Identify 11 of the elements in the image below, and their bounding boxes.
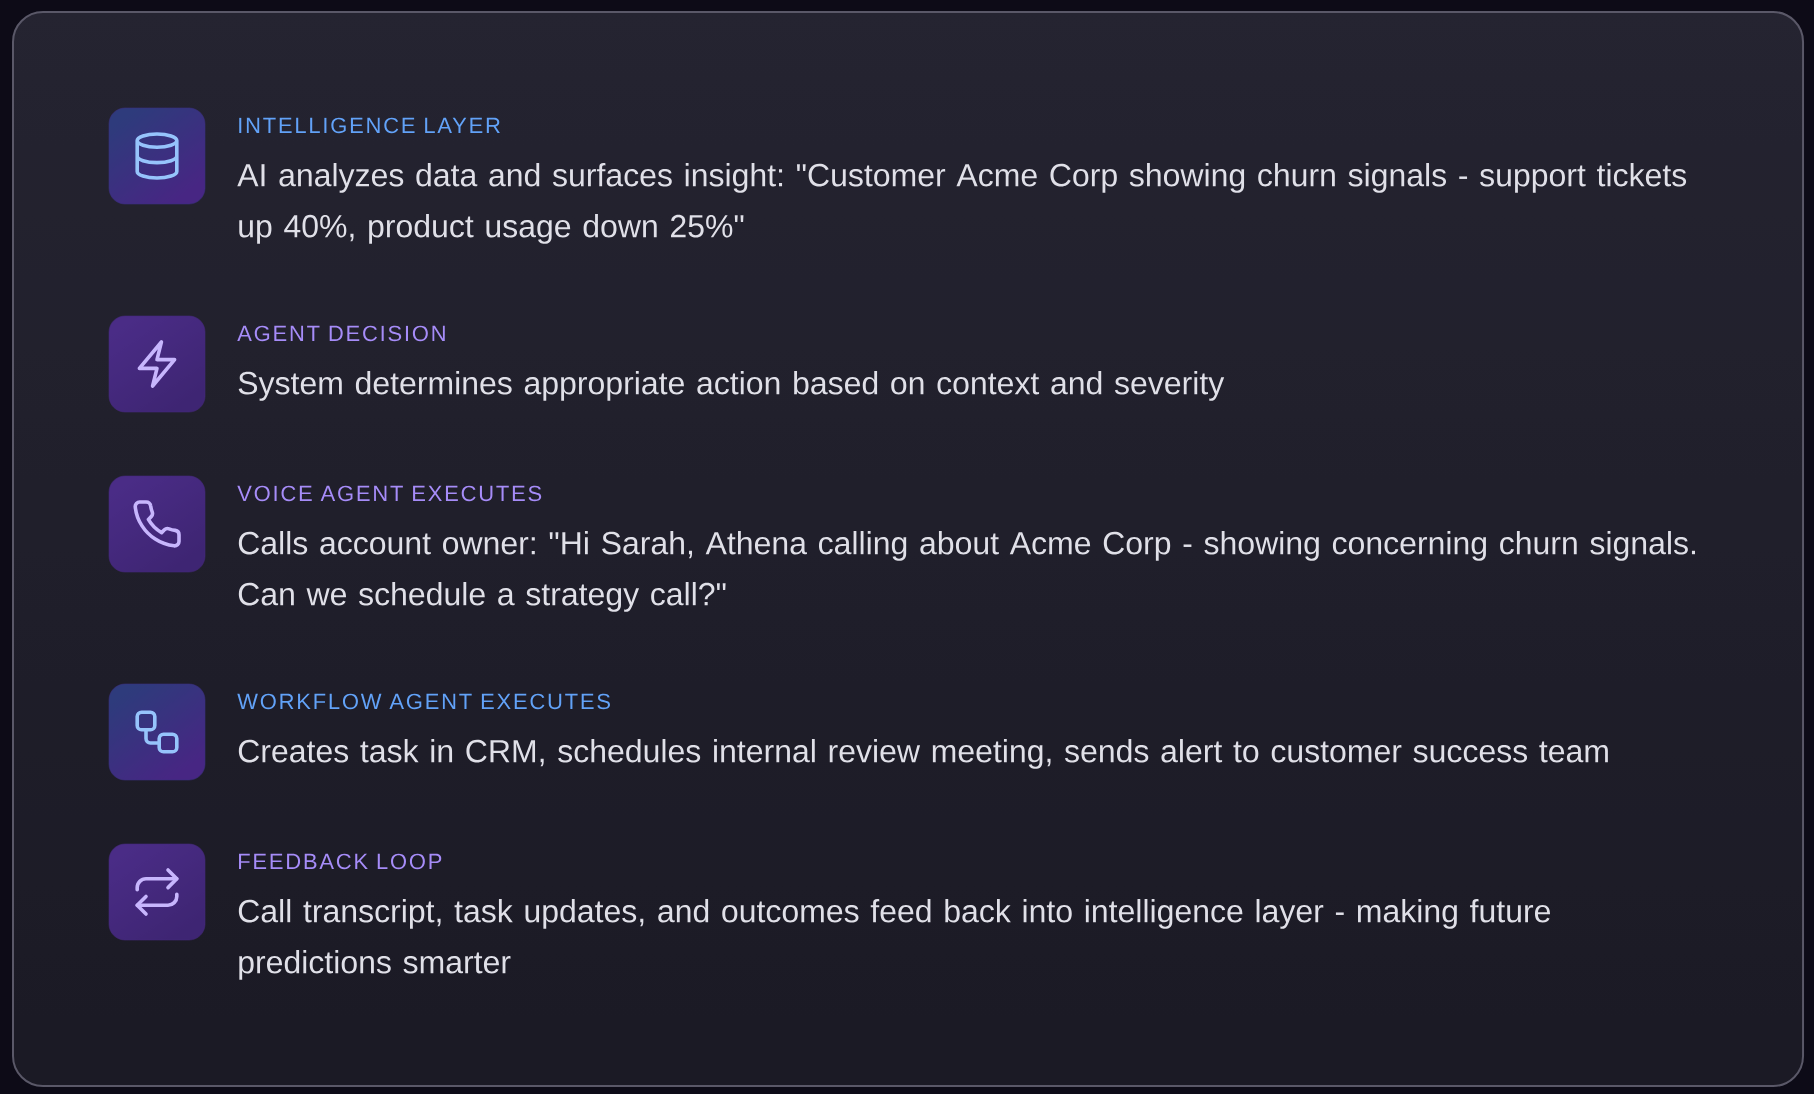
description: Call transcript, task updates, and outcomes feed back into intelligence layer - making future predictions smarter — [238, 899, 1550, 980]
description: System determines appropriate action based on context and severity — [238, 371, 1225, 401]
heading: AGENT DECISION — [237, 325, 445, 342]
description: AI analyzes data and surfaces insight: "Customer Acme Corp showing churn signals - support tickets up 40%, product usage down 25%" — [237, 163, 1687, 244]
heading: INTELLIGENCE LAYER — [239, 117, 500, 134]
description: Creates task in CRM, schedules internal review meeting, sends alert to customer success team — [238, 739, 1608, 769]
heading: WORKFLOW AGENT EXECUTES — [237, 693, 610, 710]
heading: FEEDBACK LOOP — [239, 853, 442, 870]
card — [12, 11, 1805, 1088]
description: Calls account owner: "Hi Sarah, Athena calling about Acme Corp - showing concerning churn signals. Can we schedule a strategy call?" — [238, 531, 1695, 612]
heading: VOICE AGENT EXECUTES — [237, 485, 542, 502]
